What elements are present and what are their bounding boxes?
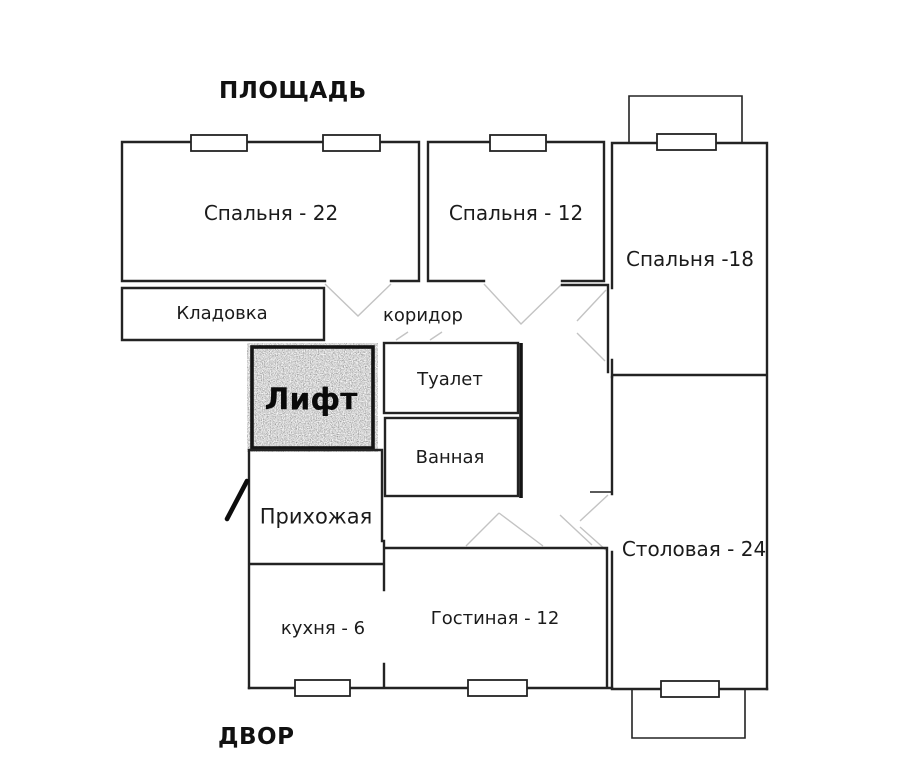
- room-bedroom-18-walls: [576, 141, 769, 691]
- elevator-shaft: [250, 345, 375, 450]
- corridor-walls: [560, 283, 610, 374]
- room-bedroom-22-walls: [120, 140, 421, 317]
- balcony-bottom: [631, 689, 746, 739]
- room-label-elevator: Лифт: [264, 382, 358, 418]
- room-label-dining-room: Столовая - 24: [621, 537, 767, 561]
- room-bathroom-walls: [383, 343, 523, 498]
- room-label-bedroom-12: Спальня - 12: [448, 201, 584, 225]
- room-label-storage: Кладовка: [176, 303, 268, 325]
- yard-side-title: ДВОР: [218, 724, 295, 750]
- room-storage-walls: [120, 286, 326, 342]
- street-side-title: ПЛОЩАДЬ: [219, 78, 367, 104]
- room-label-corridor: коридор: [383, 305, 463, 327]
- room-kitchen-living-walls: [247, 512, 614, 690]
- room-bedroom-12-walls: [426, 140, 606, 326]
- room-label-toilet: Туалет: [417, 369, 483, 391]
- room-label-kitchen: кухня - 6: [280, 618, 366, 640]
- room-label-living-room: Гостиная - 12: [430, 608, 560, 630]
- room-label-bathroom: Ванная: [415, 447, 485, 469]
- room-toilet-walls: [382, 331, 520, 415]
- room-label-hallway: Прихожая: [259, 504, 373, 529]
- room-label-bedroom-22: Спальня - 22: [203, 201, 339, 225]
- room-dining-walls: [579, 375, 769, 691]
- balcony-top: [628, 95, 743, 143]
- room-hallway-walls: [224, 448, 386, 690]
- room-label-bedroom-18: Спальня -18: [626, 247, 754, 271]
- windows: [190, 133, 720, 698]
